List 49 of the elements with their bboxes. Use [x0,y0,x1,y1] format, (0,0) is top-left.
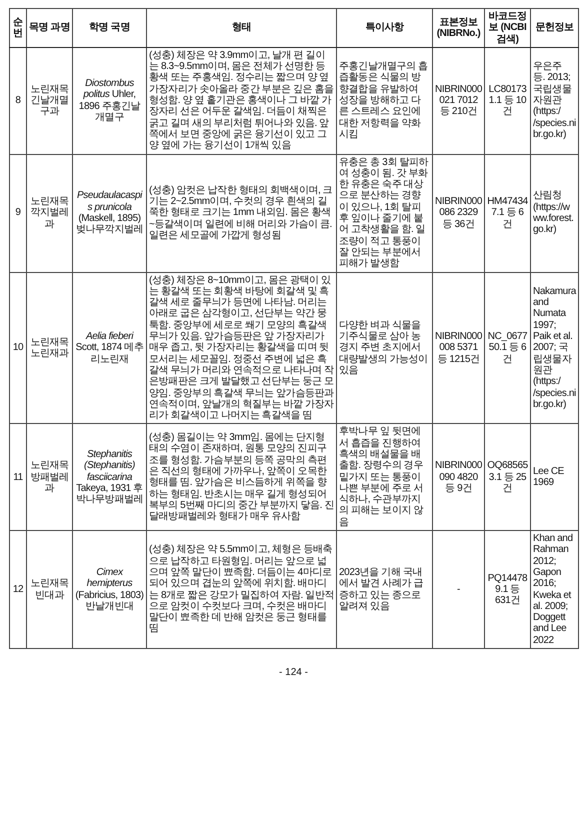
table-cell: LC801731.1 등 10건 [484,47,530,154]
table-cell: OQ685653.1 등 25건 [484,424,530,531]
table-cell: NC_067750.1 등 6건 [484,272,530,424]
table-cell: NIBRIN000021 7012 등 210건 [432,47,484,154]
table-cell: 후박나무 잎 뒷면에서 흡즙을 진행하여 흑색의 배설물을 배출함. 장령수의 경우 밑가지 또는 통풍이 나쁜 부분에 주로 서식하나, 수관부까지의 피해는 보이지 않음 [336,424,432,531]
table-cell: Aelia fieberi Scott, 1874 메추리노린재 [72,272,146,424]
table-cell: Pseudaulacaspis prunicola (Maskell, 1895) 벚나무깍지벌레 [72,154,146,272]
table-cell: Lee CE 1969 [530,424,578,531]
column-header: 문헌정보 [530,8,578,48]
table-cell: Stephanitis (Stephanitis) fasciicarina Takeya, 1931 후박나무방패벌레 [72,424,146,531]
table-cell: (성충) 체장은 8~10mm이고, 몸은 광택이 있는 황갈색 또는 회황색 바탕에 회갈색 및 흑갈색 세로 줄무늬가 등면에 나타남. 머리는 아래로 굽은 삼각형이고, 선단부는 약간 뭉툭함. 중앙부에 세로로 쐐기 모양의 흑갈색 무늬가 있음. 앞가슴등판은 앞 가장자리가 매우 좁고, 뒷 가장자리는 황갈색을 띠며 뒷 모서리는 세모꼴임. 정중선 주변에 넓은 흑갈색 무늬가 머리와 연속적으로 나타나며 작은방패판은 크게 발달했고 선단부는 둥근 모양임. 중앙부의 흑갈색 무늬는 앞가슴등판과 연속적이며, 앞날개의 혁질부는 바깥 가장자리가 회갈색이고 나머지는 흑갈색을 띰 [146,272,336,424]
table-cell: Khan and Rahman 2012; Gapon 2016; Kweka et al. 2009; Doggett and Lee 2022 [530,530,578,649]
table-cell: 10 [10,272,26,424]
column-header: 학명 국명 [72,8,146,48]
column-header: 목명 과명 [26,8,72,48]
column-header: 바코드정보 (NCBI검색) [484,8,530,48]
table-cell: 2023년을 기해 국내에서 발견 사례가 급증하고 있는 종으로 알려져 있음 [336,530,432,649]
table-cell: Nakamura and Numata 1997; Paik et al. 2007; 국립생물자원관(https:/ /species.nibr.go.kr) [530,272,578,424]
table-cell: (성충) 체장은 약 3.9mm이고, 날개 편 길이는 8.3~9.5mm이며, 몸은 전체가 선명한 등황색 또는 주홍색임. 정수리는 짧으며 양 옆 가장자리가 솟아올라 중간 부분은 깊은 홈을 형성함. 양 옆 홑기관은 홍색이나 그 바깥 가장자리 선은 어두운 갈색임. 더듬이 채찍은 굵고 길며 새의 부리처럼 튀어나와 있음. 앞쪽에서 보면 중앙에 굵은 융기선이 있고 그 양 옆에 가는 융기선이 1개씩 있음 [146,47,336,154]
table-cell: 다양한 벼과 식물을 기주식물로 삼아 농경지 주변 초지에서 대량발생의 가능성이 있음 [336,272,432,424]
page-number: - 124 - [279,667,308,678]
table-cell: (성충) 체장은 약 5.5mm이고, 체형은 등배축으로 납작하고 타원형임. 머리는 앞으로 넓으며 앞쪽 말단이 뾰족함. 더듬이는 4마디로 되어 있으며 겹눈의 앞쪽에 위치함. 배마디는 8개로 짧은 강모가 밀집하여 자람. 일반적으로 암컷이 수컷보다 크며, 수컷은 배마디 말단이 뾰족한 데 반해 암컷은 둥근 형태를 띰 [146,530,336,649]
table-cell: 노린재목 깍지벌레과 [26,154,72,272]
table-cell: Cimex hemipterus (Fabricius, 1803) 반날개빈대 [72,530,146,649]
column-header: 순번 [10,8,26,48]
column-header: 특이사항 [336,8,432,48]
table-cell: 산림청(https://www.forest.go.kr) [530,154,578,272]
table-cell: PQ144789.1 등 631건 [484,530,530,649]
table-cell: 노린재목 방패벌레과 [26,424,72,531]
column-header: 형태 [146,8,336,48]
table-cell: 8 [10,47,26,154]
table-cell: NIBRIN000090 4820 등 9건 [432,424,484,531]
table-cell: 9 [10,154,26,272]
table-cell: 주홍긴날개멸구의 흡즙활동은 식물의 방향결합을 유발하여 성장을 방해하고 다른 스트레스 요인에 대한 저항력을 약화시킴 [336,47,432,154]
table-cell: 노린재목 빈대과 [26,530,72,649]
table-cell: 유충은 총 3회 탈피하여 성충이 됨. 갓 부화한 유충은 숙주 대상으로 분산하는 경향이 있으나, 1회 탈피 후 잎이나 줄기에 붙어 고착생활을 함. 일조량이 적고 통풍이 잘 안되는 부분에서 피해가 발생함 [336,154,432,272]
table-cell: Diostombus politus Uhler, 1896 주홍긴날개멸구 [72,47,146,154]
table-cell: NIBRIN000086 2329 등 36건 [432,154,484,272]
column-header: 표본정보 (NIBRNo.) [432,8,484,48]
table-cell: 우은주 등. 2013; 국립생물자원관(https:/ /species.nibr.go.kr) [530,47,578,154]
table-cell: - [432,530,484,649]
table-cell: HM474347.1 등 6건 [484,154,530,272]
table-cell: (성충) 몸길이는 약 3mm임. 몸에는 단지형태의 수염이 존재하며, 원통 모양의 진피구조를 형성함. 가슴부분의 등쪽 공막의 측편은 직선의 형태에 가까우나, 앞쪽이 오목한 형태를 띰. 앞가슴은 비스듬하게 위쪽을 향하는 형태임. 반초시는 매우 길게 형성되어 복부의 5번째 마디의 중간 부분까지 닿음. 진달래방패벌레와 형태가 매우 유사함 [146,424,336,531]
table-cell: 11 [10,424,26,531]
table-cell: 12 [10,530,26,649]
table-cell: (성충) 암컷은 납작한 형태의 회백색이며, 크기는 2~2.5mm이며, 수컷의 경우 흰색의 길쭉한 형태로 크기는 1mm 내외임. 몸은 황색~등갈색이며 일련에 비해 머리와 가슴이 큼. 일련은 세모골에 가깝게 형성됨 [146,154,336,272]
table-cell: 노린재목 긴날개멸구과 [26,47,72,154]
table-cell: 노린재목 노린재과 [26,272,72,424]
table-cell: NIBRIN000008 5371 등 1215건 [432,272,484,424]
